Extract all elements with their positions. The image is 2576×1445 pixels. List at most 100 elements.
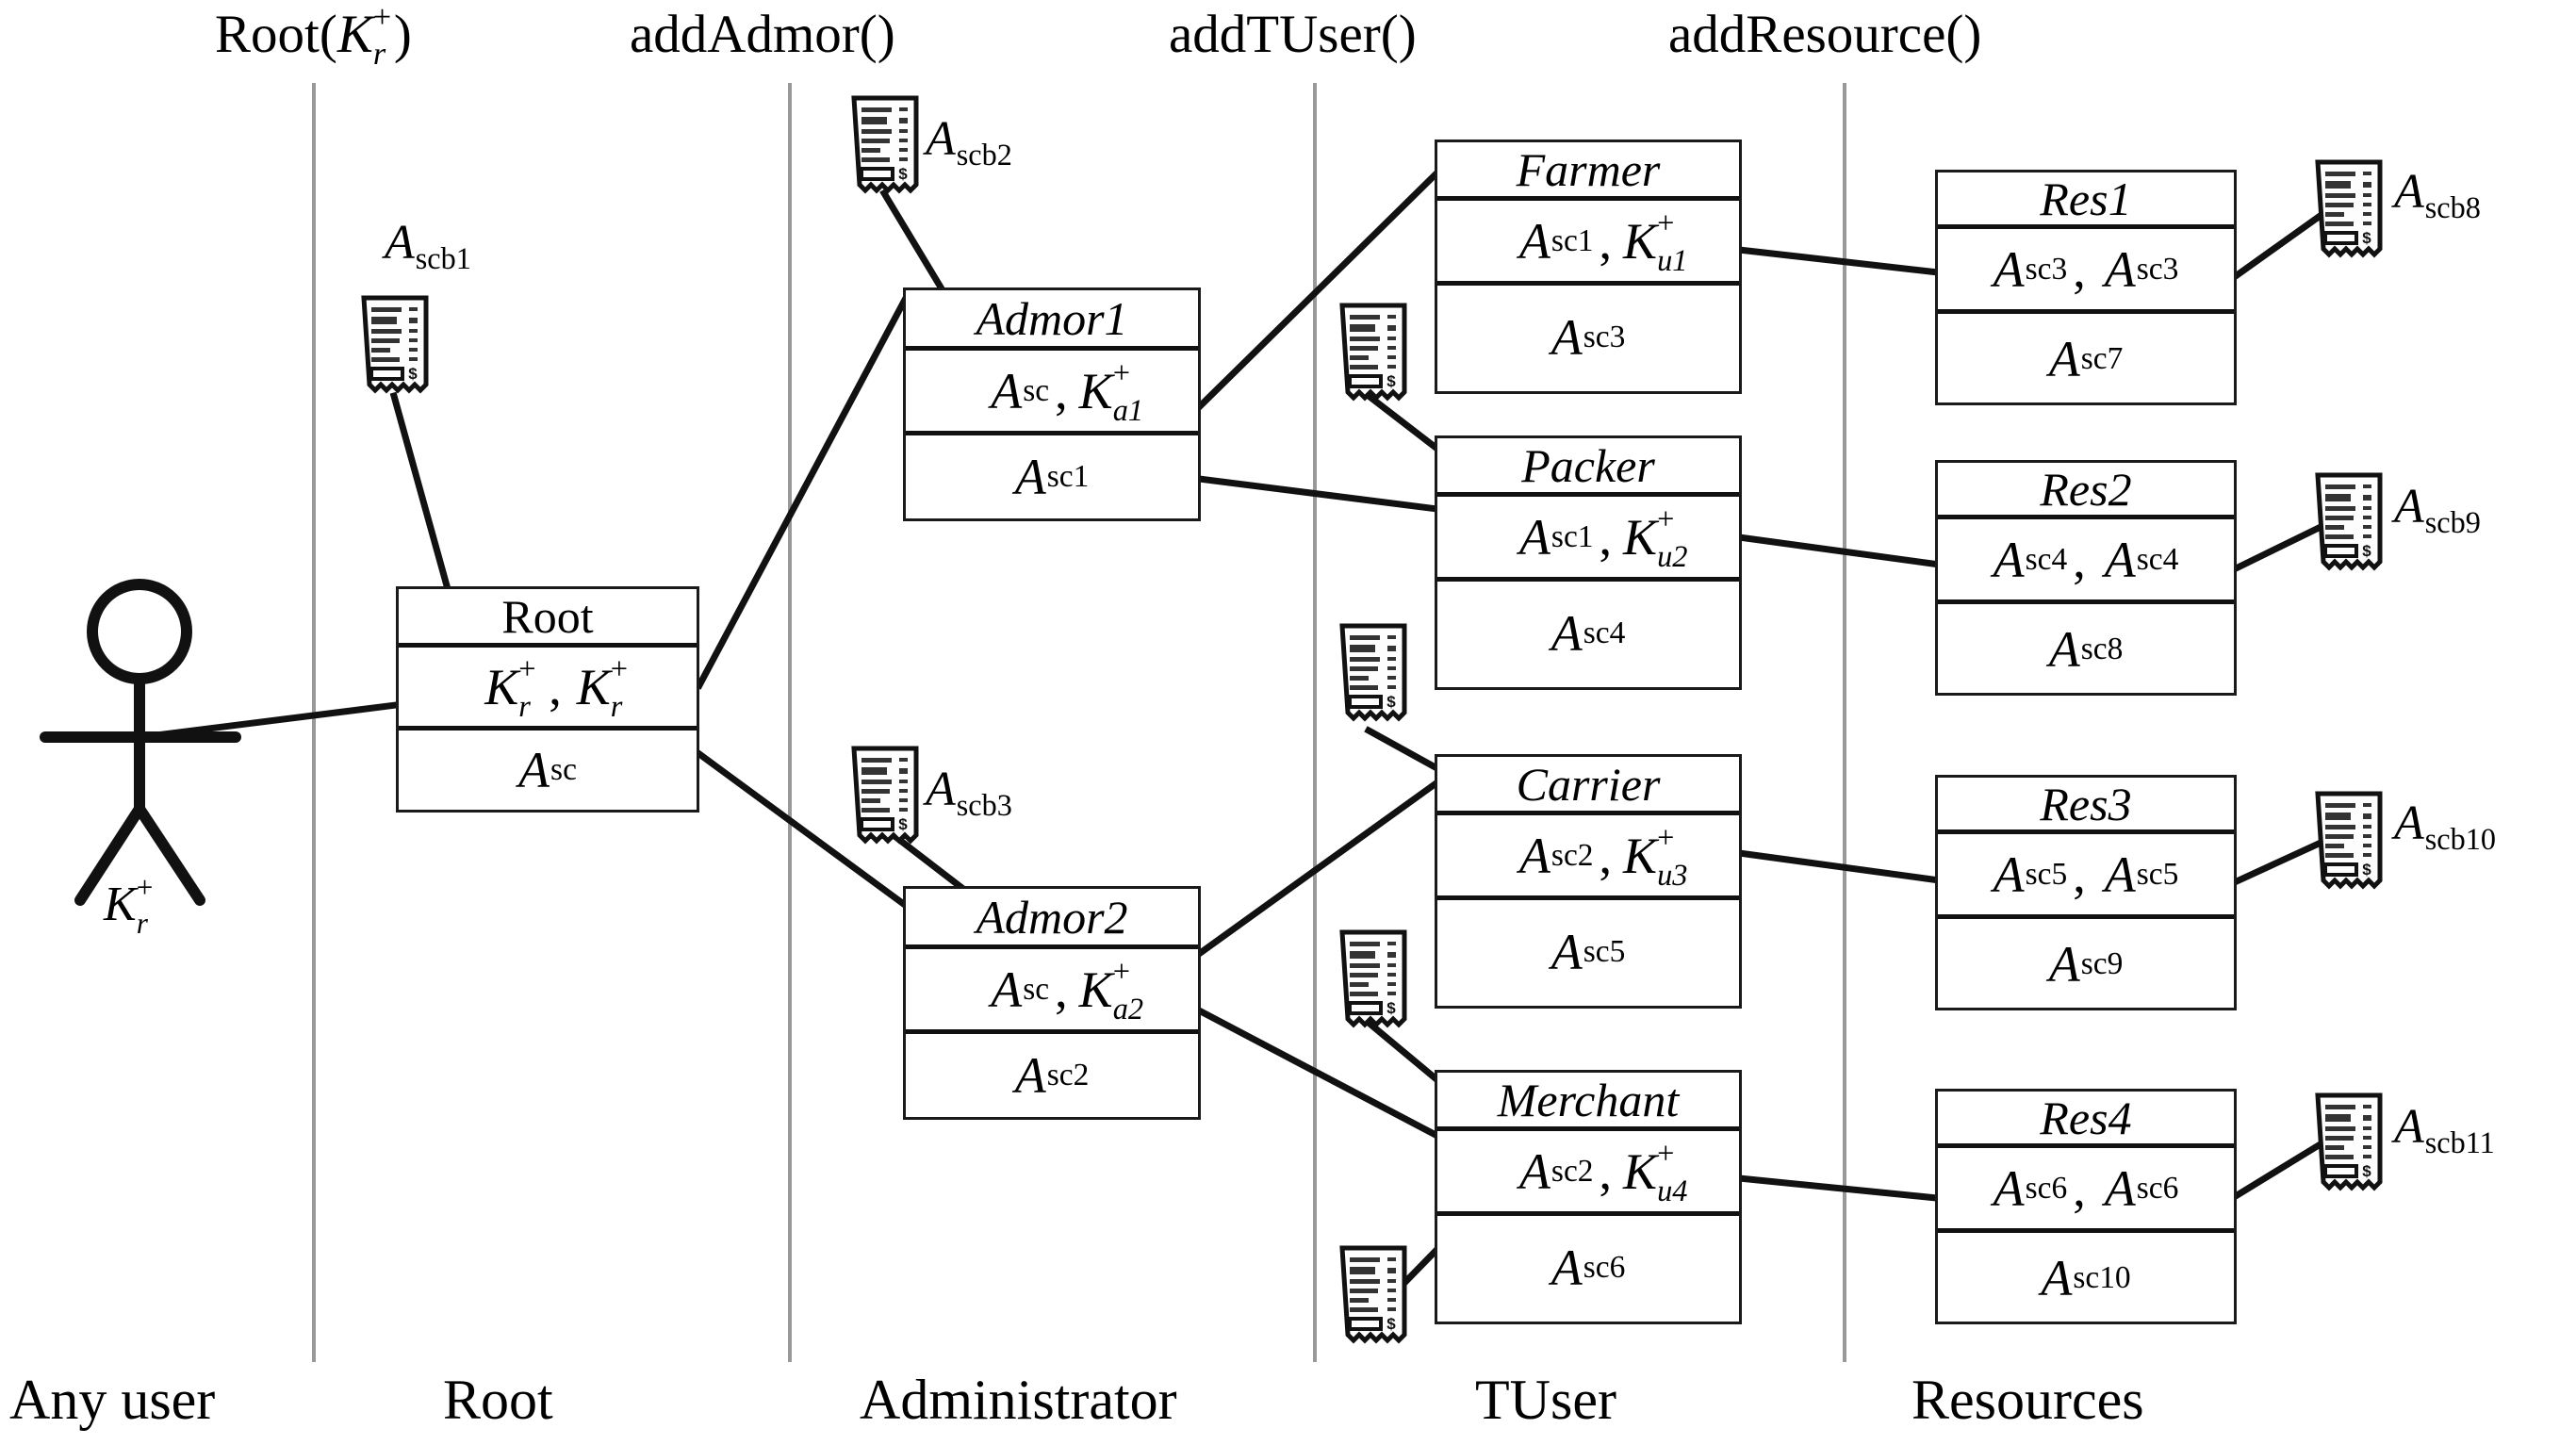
box-res1-title: Res1	[1938, 172, 2234, 229]
foot-label-root: Root	[443, 1369, 553, 1431]
svg-text:$: $	[408, 365, 418, 383]
svg-text:$: $	[2362, 229, 2371, 247]
edge-scb1-root	[389, 391, 452, 594]
label-scb1: Ascb1	[385, 216, 471, 275]
label-scb2: Ascb2	[926, 112, 1012, 172]
box-merchant-title: Merchant	[1437, 1073, 1739, 1131]
edge-packer-res2	[1735, 534, 1950, 569]
actor-leg-left	[74, 803, 145, 906]
box-res4-title: Res4	[1938, 1092, 2234, 1148]
foot-label-resources: Resources	[1911, 1369, 2144, 1431]
receipt-icon-scb3: $	[850, 745, 920, 846]
receipt-icon-scb11: $	[2314, 1092, 2384, 1193]
foot-label-tuser: TUser	[1475, 1369, 1616, 1431]
box-res2-title: Res2	[1938, 463, 2234, 519]
box-res3-title: Res3	[1938, 778, 2234, 834]
top-label-add-resource: addResource()	[1668, 5, 1982, 64]
receipt-icon-scb8: $	[2314, 158, 2384, 260]
edge-scb2-admor1	[879, 189, 947, 295]
receipt-icon-scb10: $	[2314, 790, 2384, 892]
actor-leg-right	[134, 803, 205, 906]
receipt-icon-scb1: $	[360, 294, 430, 396]
edge-admor1-farmer	[1194, 168, 1442, 412]
edge-scb5-carrier	[1364, 726, 1447, 776]
svg-text:$: $	[898, 165, 908, 183]
top-label-add-tuser: addTUser()	[1169, 5, 1417, 64]
label-scb8: Ascb8	[2394, 165, 2481, 224]
receipt-icon-scb6: $	[1338, 928, 1408, 1030]
label-scb11: Ascb11	[2394, 1100, 2495, 1159]
edge-res4-scb11	[2222, 1141, 2323, 1207]
svg-text:$: $	[1386, 1315, 1396, 1333]
svg-text:$: $	[898, 815, 908, 833]
actor-head	[87, 579, 192, 684]
edge-res3-scb10	[2222, 839, 2323, 891]
edge-carrier-res3	[1735, 849, 1950, 885]
edges	[138, 168, 2323, 1324]
receipt-icon-scb5: $	[1338, 622, 1408, 724]
box-admor2-title: Admor2	[906, 889, 1198, 949]
edge-admor2-carrier	[1194, 778, 1442, 959]
box-carrier-title: Carrier	[1437, 757, 1739, 815]
receipt-icon-scb4: $	[1338, 302, 1408, 403]
edge-farmer-res1	[1735, 246, 1950, 277]
edge-res2-scb9	[2222, 523, 2323, 578]
svg-text:$: $	[2362, 861, 2371, 878]
edge-root-admor1	[695, 295, 910, 690]
edge-root-admor2	[695, 749, 910, 910]
svg-text:$: $	[1386, 372, 1396, 390]
box-root-title: Root	[399, 589, 697, 648]
svg-text:$: $	[1386, 999, 1396, 1017]
edge-admor2-merchant	[1194, 1006, 1442, 1141]
foot-label-administrator: Administrator	[860, 1369, 1177, 1431]
svg-text:$: $	[1386, 693, 1396, 711]
label-scb9: Ascb9	[2394, 480, 2481, 539]
top-label-add-admor: addAdmor()	[630, 5, 895, 64]
receipt-icon-scb9: $	[2314, 471, 2384, 573]
box-packer-title: Packer	[1437, 438, 1739, 497]
receipt-icon-scb2: $	[850, 94, 920, 196]
label-scb3: Ascb3	[926, 763, 1012, 822]
edge-scb4-packer	[1364, 391, 1447, 457]
receipt-icon-scb7: $	[1338, 1244, 1408, 1346]
box-admor1-title: Admor1	[906, 290, 1198, 351]
any-user-actor-figure	[40, 579, 241, 906]
box-farmer-title: Farmer	[1437, 142, 1739, 201]
